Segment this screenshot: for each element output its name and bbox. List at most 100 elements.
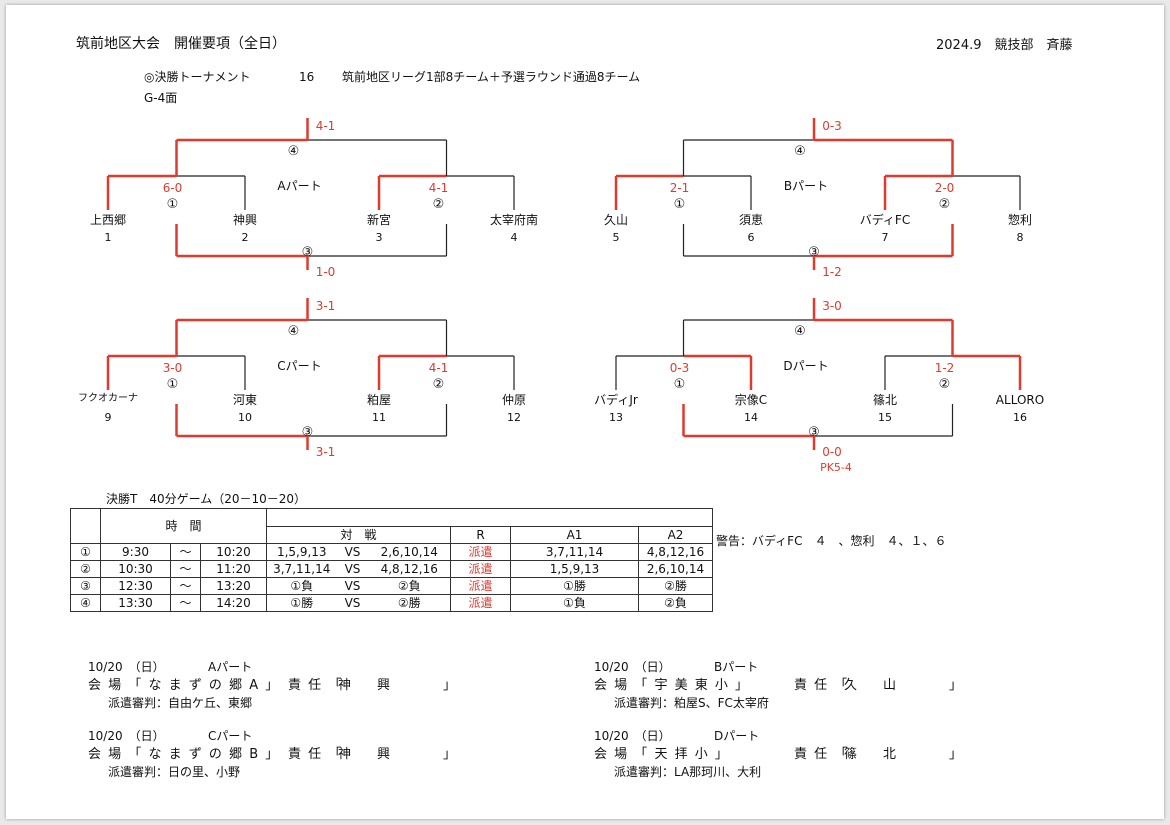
schedule-start: 13:30: [100, 594, 171, 612]
team-number-2: 6: [747, 231, 755, 244]
team-name-4: 仲原: [501, 393, 527, 407]
m1-mark: ①: [673, 197, 686, 212]
m2-mark: ②: [432, 377, 445, 392]
schedule-vs: VS: [336, 543, 369, 561]
schedule-start: 12:30: [100, 577, 171, 595]
m1-score: 3-0: [162, 361, 183, 375]
venue-name: 会場「天拝小」: [594, 747, 736, 762]
venue-referees: 派遣審判：自由ケ丘、東郷: [108, 696, 253, 710]
team-name-2: 須恵: [738, 213, 764, 227]
schedule-right-teams: 2,6,10,14: [368, 543, 451, 561]
schedule-left-teams: 1,5,9,13: [266, 543, 337, 561]
part-label: Aパート: [277, 179, 322, 193]
venue-date: 10/20 （日）: [594, 729, 671, 743]
schedule-tilde: ～: [170, 560, 201, 578]
venue-referees: 派遣審判：LA那珂川、大利: [614, 765, 762, 779]
team-number-4: 4: [510, 231, 518, 244]
venue-responsible-label: 責任「: [794, 747, 855, 762]
schedule-no: ①: [70, 543, 101, 561]
tournament-description: 筑前地区リーグ1部8チーム＋予選ラウンド通過8チーム: [342, 70, 641, 84]
m2-score: 2-0: [934, 181, 955, 195]
schedule-end: 14:20: [200, 594, 267, 612]
third-place-mark: ③: [808, 245, 820, 260]
part-label: Dパート: [783, 359, 829, 373]
schedule-vs: VS: [336, 560, 369, 578]
m2-mark: ②: [938, 377, 951, 392]
third-place-mark: ③: [808, 425, 820, 440]
schedule-left-teams: ①勝: [266, 594, 337, 612]
m1-score: 2-1: [669, 181, 690, 195]
final-mark: ④: [794, 324, 806, 339]
schedule-left-teams: 3,7,11,14: [266, 560, 337, 578]
header-a1-cell: A1: [510, 525, 639, 544]
venue-date: 10/20 （日）: [88, 660, 165, 674]
m2-mark: ②: [938, 197, 951, 212]
team-number-3: 11: [372, 411, 386, 424]
team-name-1: 上西郷: [89, 213, 127, 227]
team-name-4: 惣利: [1007, 213, 1033, 227]
document-title: 筑前地区大会 開催要項（全日）: [76, 36, 286, 52]
m2-score: 4-1: [428, 361, 449, 375]
third-place-score: 3-1: [315, 445, 336, 459]
venue-part: Cパート: [208, 729, 253, 743]
team-name-3: バディFC: [859, 213, 911, 227]
schedule-no: ②: [70, 560, 101, 578]
document-page: 筑前地区大会 開催要項（全日） 2024.9 競技部 斉藤 ◎決勝トーナメント …: [6, 5, 1164, 819]
team-name-1: フクオカーナ: [78, 393, 138, 404]
m1-score: 6-0: [162, 181, 183, 195]
m1-score: 0-3: [669, 361, 690, 375]
schedule-caption: 決勝T 40分ゲーム（20－10－20）: [106, 492, 307, 506]
third-place-score: 1-0: [315, 265, 336, 279]
m1-mark: ①: [673, 377, 686, 392]
schedule-right-teams: ②勝: [368, 594, 451, 612]
team-name-3: 粕屋: [366, 393, 392, 407]
third-place-mark: ③: [301, 245, 314, 260]
venue-close-bracket: 」: [949, 747, 963, 762]
team-number-1: 9: [104, 411, 112, 424]
team-number-1: 5: [612, 231, 620, 244]
team-number-3: 3: [375, 231, 383, 244]
schedule-a2: 4,8,12,16: [638, 543, 713, 561]
schedule-referee: 派遣: [450, 543, 511, 561]
team-name-3: 新宮: [366, 213, 392, 227]
part-label: Cパート: [277, 359, 322, 373]
schedule-tilde: ～: [170, 543, 201, 561]
venue-name: 会場「なまずの郷B」: [88, 747, 286, 762]
schedule-a1: 3,7,11,14: [510, 543, 639, 561]
team-number-2: 14: [744, 411, 758, 424]
header-match-cell: 対 戦: [266, 525, 451, 544]
venue-name: 会場「宇美東小」: [594, 678, 756, 693]
team-name-2: 河東: [232, 393, 258, 407]
schedule-tilde: ～: [170, 577, 201, 595]
venue-date: 10/20 （日）: [594, 660, 671, 674]
schedule-header-row-1: 時 間: [70, 508, 713, 544]
schedule-end: 13:20: [200, 577, 267, 595]
schedule-end: 11:20: [200, 560, 267, 578]
team-name-4: 太宰府南: [489, 213, 539, 227]
schedule-no: ④: [70, 594, 101, 612]
m2-score: 1-2: [934, 361, 955, 375]
author-line: 2024.9 競技部 斉藤: [936, 38, 1073, 53]
third-place-mark: ③: [301, 425, 314, 440]
schedule-vs: VS: [336, 594, 369, 612]
schedule-vs: VS: [336, 577, 369, 595]
venue-part: Aパート: [208, 660, 253, 674]
team-name-4: ALLORO: [995, 393, 1045, 407]
venue-part: Dパート: [714, 729, 760, 743]
final-mark: ④: [287, 324, 300, 339]
schedule-no: ③: [70, 577, 101, 595]
header-a2-cell: A2: [638, 525, 713, 544]
schedule-a1: 1,5,9,13: [510, 560, 639, 578]
m1-mark: ①: [166, 197, 179, 212]
team-number-1: 1: [104, 231, 112, 244]
team-number-3: 7: [881, 231, 889, 244]
schedule-a1: ①負: [510, 594, 639, 612]
venue-responsible-label: 責任「: [288, 747, 349, 762]
venue-responsible: 久 山: [844, 678, 897, 693]
venue-close-bracket: 」: [443, 747, 457, 762]
final-mark: ④: [794, 144, 806, 159]
venue-referees: 派遣審判：粕屋S、FC太宰府: [614, 696, 769, 710]
part-label: Bパート: [783, 179, 829, 193]
